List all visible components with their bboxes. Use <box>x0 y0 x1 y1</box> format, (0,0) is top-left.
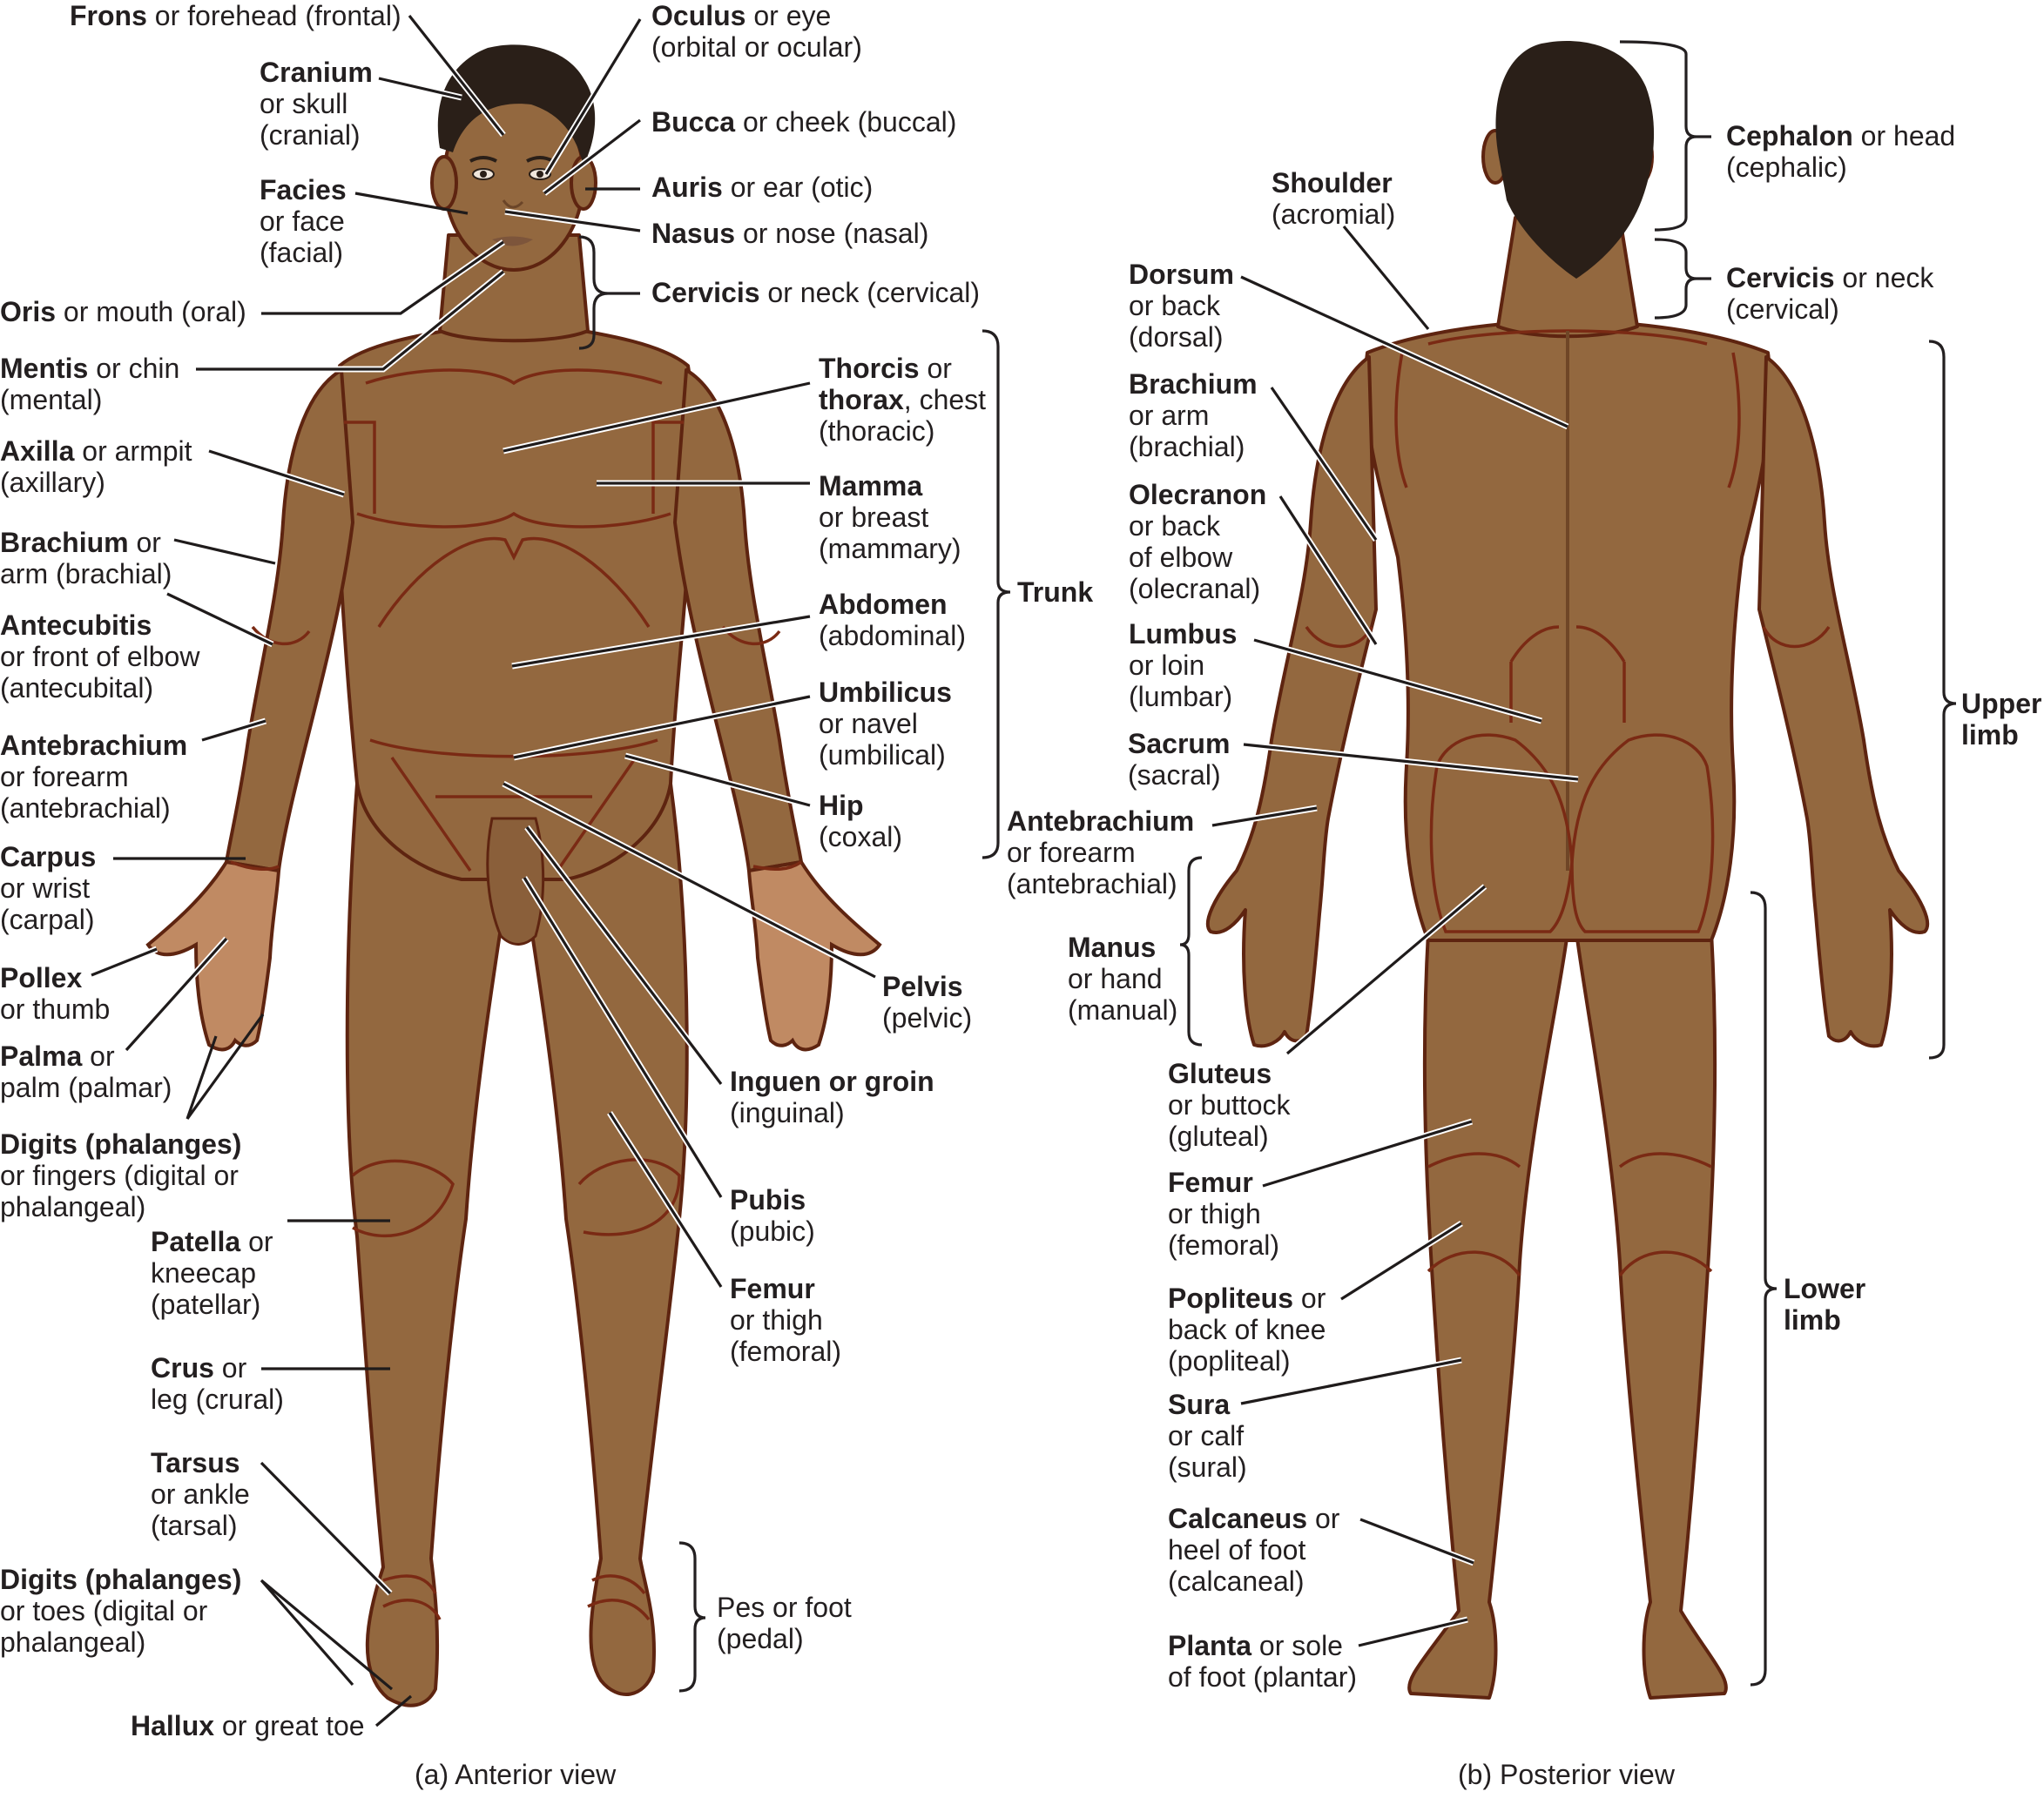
label-hallux: Hallux or great toe <box>131 1710 365 1741</box>
label-hip: Hip(coxal) <box>819 790 903 852</box>
label-bucca: Bucca or cheek (buccal) <box>651 106 957 138</box>
label-mentis: Mentis or chin(mental) <box>0 353 180 415</box>
label-axilla: Axilla or armpit(axillary) <box>0 435 192 498</box>
bracket-label-trunk: Trunk <box>1017 576 1094 608</box>
label-pelvis: Pelvis(pelvic) <box>882 971 973 1034</box>
caption-anterior-view: (a) Anterior view <box>415 1759 617 1790</box>
label-abdomen: Abdomen(abdominal) <box>819 589 966 651</box>
label-cervicis-post: Cervicis or neck(cervical) <box>1726 262 1934 325</box>
label-cervicis: Cervicis or neck (cervical) <box>651 277 981 308</box>
label-oris: Oris or mouth (oral) <box>0 296 246 327</box>
posterior-leader-lines <box>1211 225 1579 1649</box>
label-auris: Auris or ear (otic) <box>651 172 874 203</box>
brackets <box>578 40 1957 1693</box>
anterior-leader-lines <box>90 13 877 1727</box>
label-frons: Frons or forehead (frontal) <box>70 0 401 31</box>
label-digits-hand: Digits (phalanges)or fingers (digital or… <box>0 1128 242 1222</box>
caption-posterior-view: (b) Posterior view <box>1458 1759 1675 1790</box>
label-oculus: Oculus or eye(orbital or ocular) <box>651 0 862 63</box>
label-shoulder: Shoulder(acromial) <box>1272 167 1396 230</box>
label-pubis: Pubis(pubic) <box>730 1184 815 1247</box>
label-inguen: Inguen or groin(inguinal) <box>730 1066 934 1128</box>
label-sacrum: Sacrum(sacral) <box>1128 728 1231 791</box>
label-cephalon: Cephalon or head(cephalic) <box>1726 120 1956 183</box>
label-nasus: Nasus or nose (nasal) <box>651 218 929 249</box>
label-pes: Pes or foot(pedal) <box>717 1592 852 1654</box>
posterior-figure <box>1205 41 1930 1700</box>
